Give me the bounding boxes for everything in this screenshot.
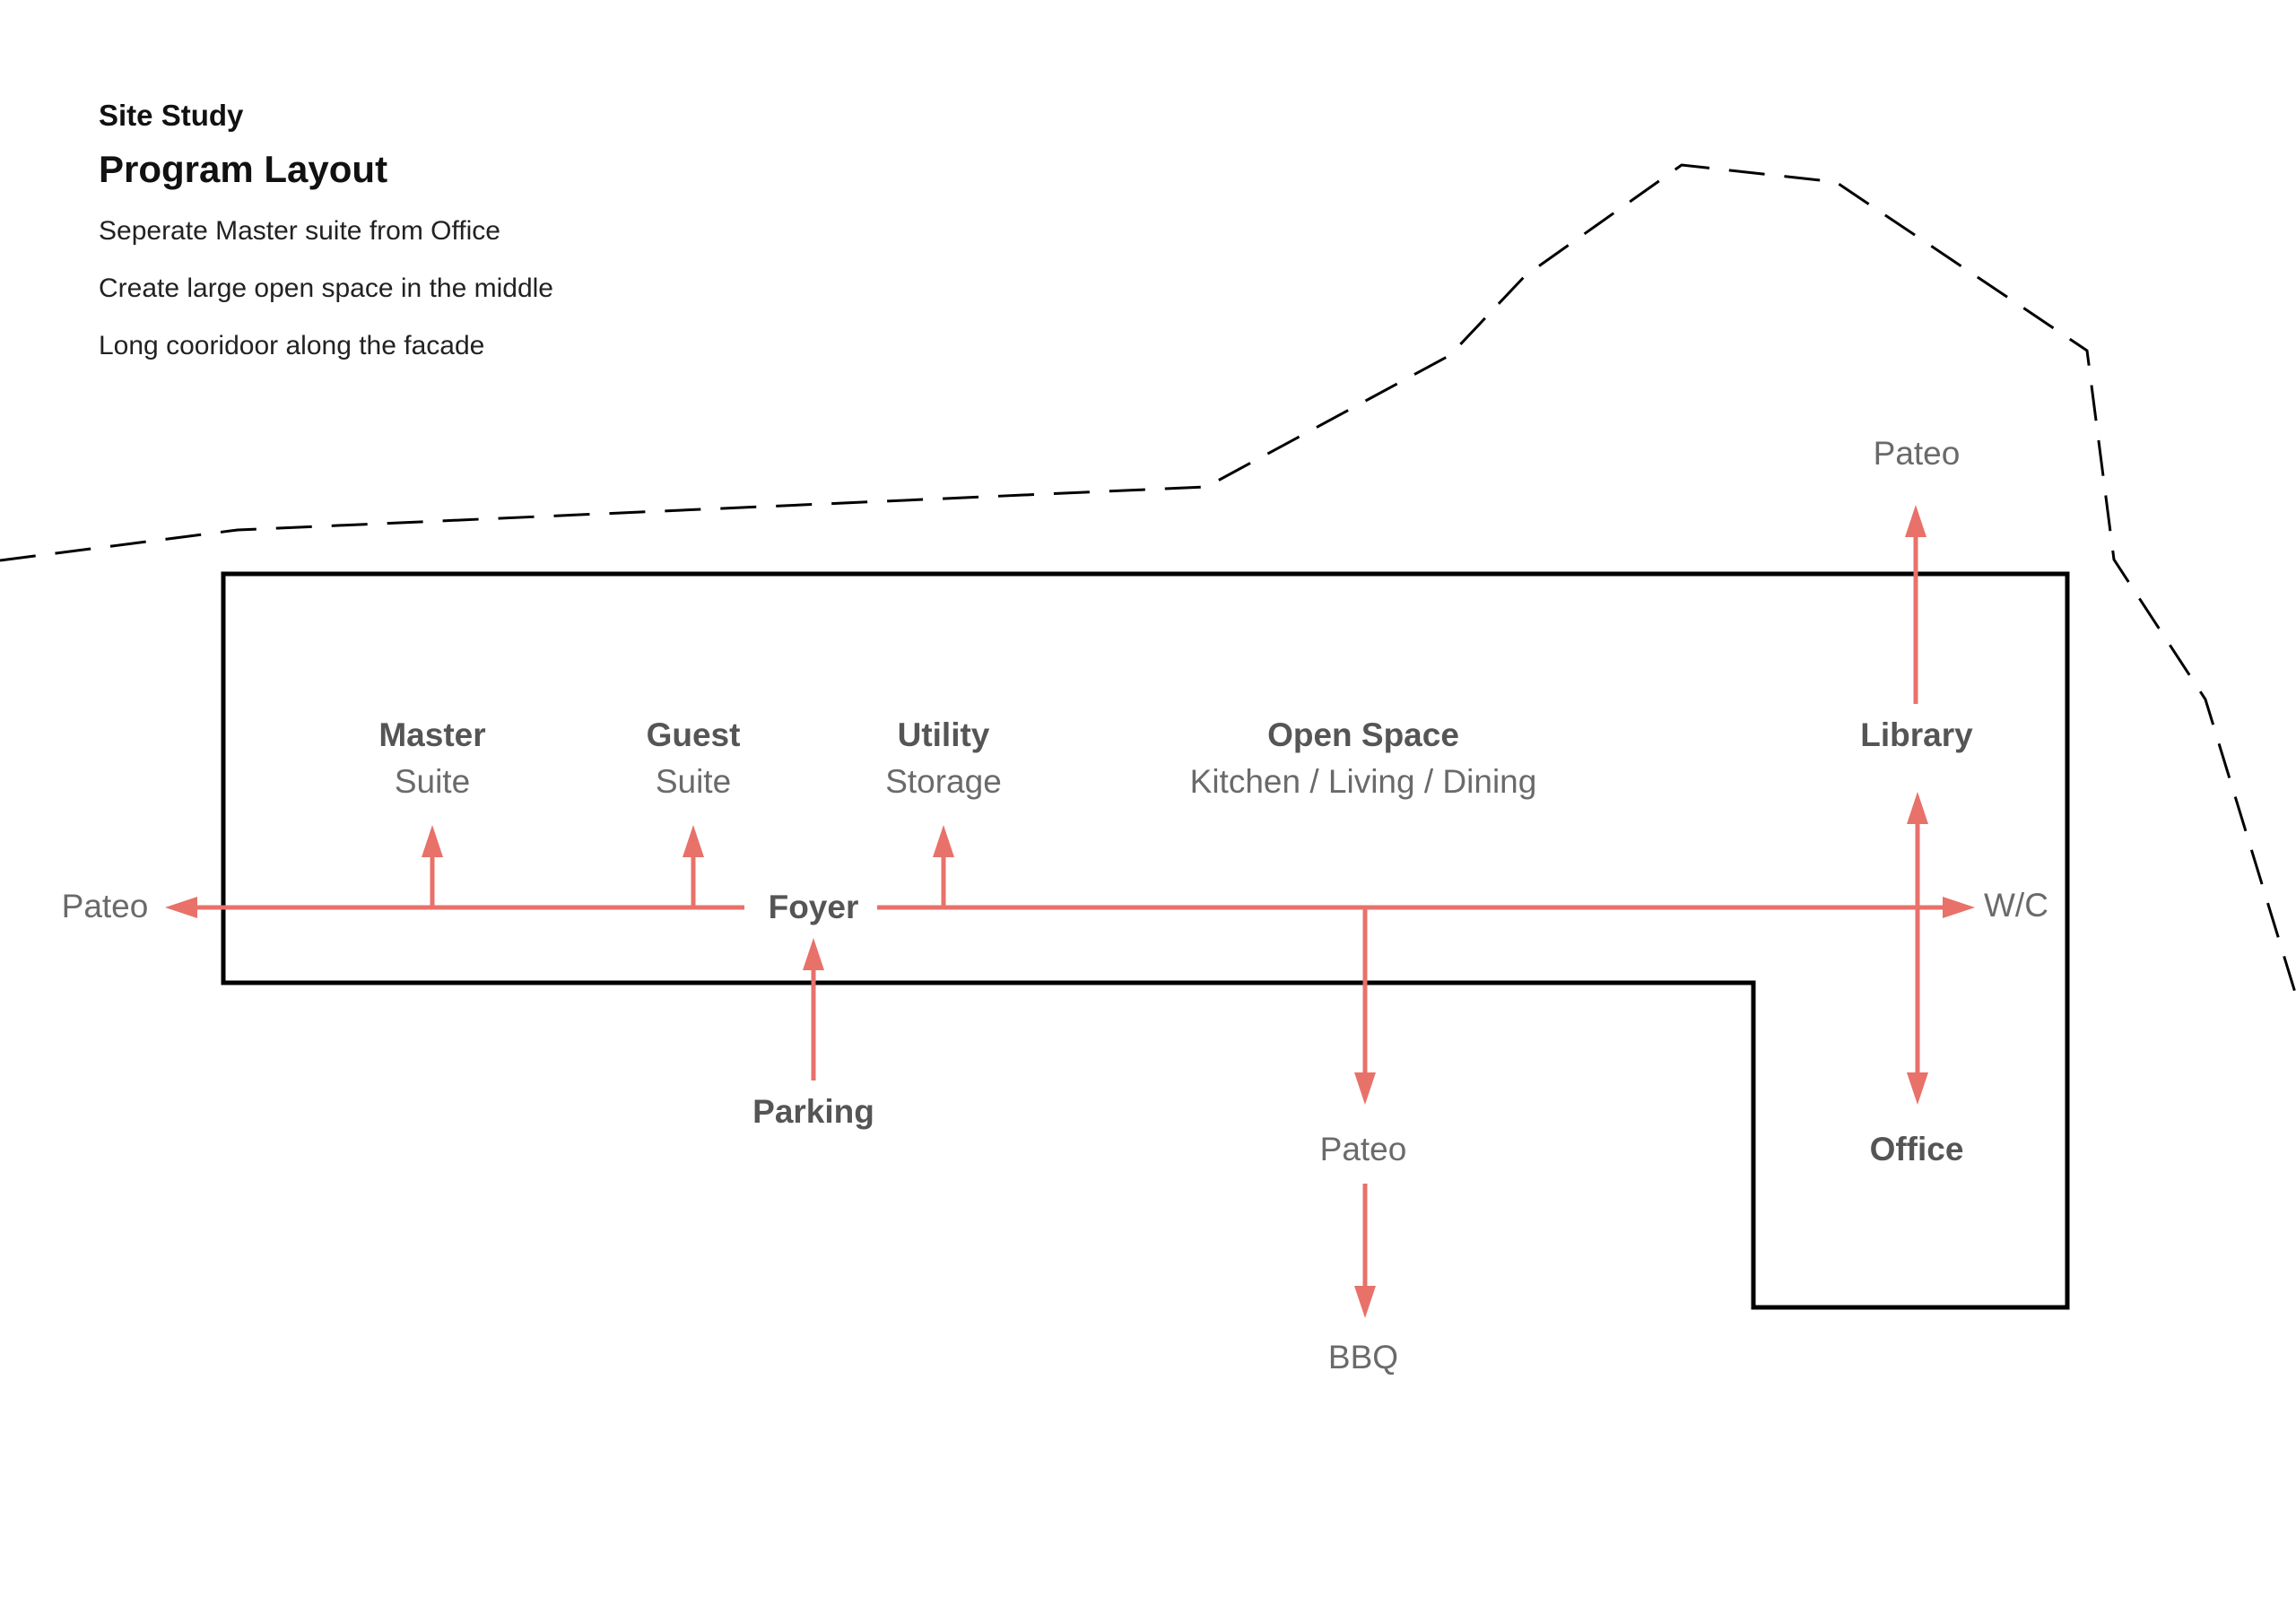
site-boundary-line — [0, 163, 2296, 996]
circulation-flows — [193, 534, 1946, 1291]
room-sublabel-open-space: Kitchen / Living / Dining — [1190, 763, 1537, 800]
room-sublabel-master: Suite — [395, 763, 470, 800]
arrow-head — [803, 938, 824, 970]
room-sublabel-utility: Storage — [885, 763, 1002, 800]
diagram-title: Program Layout — [99, 148, 388, 190]
arrow-head — [422, 825, 443, 857]
room-sublabel-guest: Suite — [656, 763, 731, 800]
arrow-head — [1907, 1072, 1928, 1105]
diagram-subtitle: Site Study — [99, 99, 244, 132]
room-label-parking: Parking — [752, 1093, 874, 1130]
arrow-head — [165, 897, 197, 918]
outdoor-label-wc: W/C — [1984, 887, 2048, 924]
room-label-guest: Guest — [647, 716, 741, 753]
design-note: Seperate Master suite from Office — [99, 216, 500, 246]
room-label-master: Master — [378, 716, 485, 753]
design-note: Create large open space in the middle — [99, 273, 553, 303]
arrow-head — [683, 825, 704, 857]
room-label-office: Office — [1870, 1131, 1964, 1167]
arrow-head — [1905, 505, 1926, 537]
outdoor-label-pateo-west: Pateo — [62, 888, 149, 924]
arrow-head — [1907, 792, 1928, 824]
room-label-utility: Utility — [898, 716, 990, 753]
arrow-head — [933, 825, 954, 857]
room-label-foyer: Foyer — [769, 889, 859, 925]
room-label-library: Library — [1860, 716, 1973, 753]
outdoor-label-pateo-north: Pateo — [1874, 435, 1961, 472]
arrow-head — [1354, 1072, 1376, 1105]
outdoor-label-pateo-south: Pateo — [1320, 1131, 1407, 1167]
design-note: Long cooridoor along the facade — [99, 331, 485, 360]
arrow-head — [1943, 897, 1975, 918]
outdoor-label-bbq: BBQ — [1328, 1339, 1398, 1376]
room-label-open-space: Open Space — [1267, 716, 1459, 753]
arrow-heads — [165, 505, 1975, 1318]
building-outline — [221, 571, 2070, 1310]
arrow-head — [1354, 1286, 1376, 1318]
